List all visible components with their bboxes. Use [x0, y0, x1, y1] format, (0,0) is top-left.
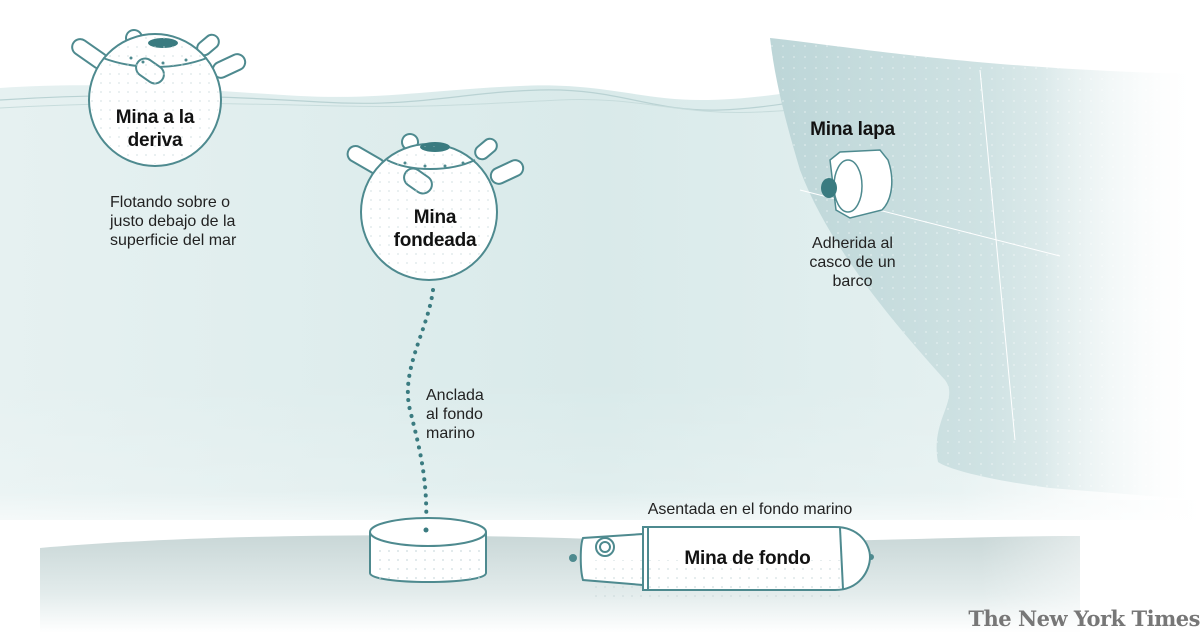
- sea-floor: [40, 535, 1080, 633]
- bottom-mine-title: Mina de fondo: [684, 548, 811, 569]
- nyt-credit-logo: The New York Times: [968, 606, 1200, 631]
- limpet-mine-icon: [821, 149, 893, 219]
- bottom-mine-description: Asentada en el fondo marino: [647, 501, 853, 518]
- limpet-mine-title: Mina lapa: [810, 119, 895, 140]
- anchor-chain: [405, 288, 435, 532]
